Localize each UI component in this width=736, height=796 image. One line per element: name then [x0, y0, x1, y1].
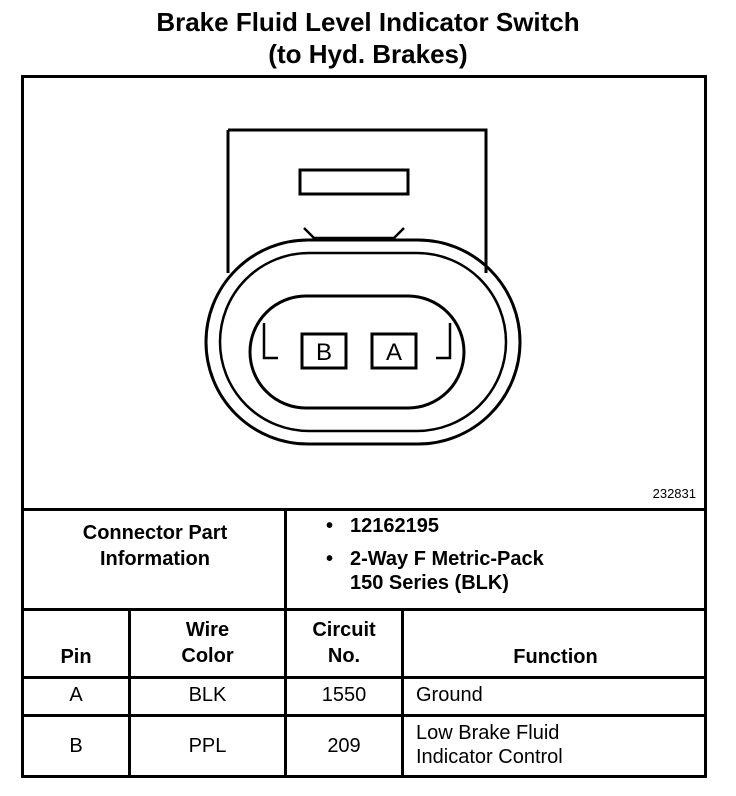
- connector-drawing: B A: [204, 128, 522, 446]
- connector-info-list: • 12162195 • 2-Way F Metric-Pack 150 Ser…: [326, 514, 544, 604]
- connector-rib-left: [262, 323, 278, 360]
- header-circuit: Circuit No.: [287, 617, 401, 669]
- header-wire-color-line-1: Wire: [185, 619, 230, 641]
- header-circuit-line-1: Circuit: [312, 619, 376, 641]
- latch-tab: [303, 227, 405, 240]
- row-a-circuit: 1550: [321, 684, 367, 706]
- header-wire-color: Wire Color: [131, 617, 284, 669]
- header-circuit-line-2: No.: [327, 645, 361, 667]
- connector-cavity: [248, 294, 466, 410]
- divider-circuit-col: [401, 608, 404, 778]
- row-b-circuit: 209: [327, 735, 361, 757]
- terminal-a-box: [370, 332, 418, 370]
- row-b-function-line-2: Indicator Control: [416, 746, 563, 768]
- connector-info-label: Connector Part Information: [24, 520, 286, 572]
- connector-info-item: • 2-Way F Metric-Pack 150 Series (BLK): [326, 547, 544, 595]
- row-a-function: Ground: [416, 684, 483, 706]
- latch-slot: [298, 168, 410, 196]
- row-b-function: Low Brake Fluid Indicator Control: [416, 721, 701, 769]
- row-b-function-line-1: Low Brake Fluid: [416, 722, 560, 744]
- part-number: 12162195: [350, 515, 439, 537]
- figure-id: 232831: [652, 486, 696, 501]
- divider-header-rows: [21, 676, 707, 679]
- row-a-pin: A: [69, 684, 83, 706]
- bullet: •: [326, 548, 334, 570]
- connector-info-label-line-2: Information: [100, 548, 210, 570]
- header-function: Function: [513, 646, 598, 668]
- terminal-b-box: [300, 332, 348, 370]
- diagram-title: Brake Fluid Level Indicator Switch (to H…: [0, 6, 736, 70]
- connector-inner-shell: [218, 251, 508, 433]
- divider-row-a-b: [21, 714, 707, 717]
- connector-info-item: • 12162195: [326, 514, 544, 538]
- title-line-2: (to Hyd. Brakes): [268, 39, 468, 69]
- bullet: •: [326, 515, 334, 537]
- header-wire-color-line-2: Color: [181, 645, 234, 667]
- connector-type-line-1: 2-Way F Metric-Pack: [350, 548, 544, 570]
- terminal-a-label: A: [386, 339, 402, 366]
- divider-pin-col: [128, 608, 131, 778]
- connector-info-label-line-1: Connector Part: [82, 522, 228, 544]
- connector-rib-right: [436, 323, 452, 360]
- row-b-wire-color: PPL: [188, 735, 227, 757]
- divider-diagram-info: [21, 508, 707, 511]
- diagram-frame: [21, 75, 707, 778]
- connector-outer-shell: [204, 238, 522, 446]
- divider-info-col: [284, 508, 287, 778]
- row-b-pin: B: [69, 735, 83, 757]
- divider-info-table: [21, 608, 707, 611]
- connector-latch-housing: [226, 128, 488, 273]
- terminal-b-label: B: [316, 339, 332, 366]
- title-line-1: Brake Fluid Level Indicator Switch: [156, 7, 580, 37]
- row-a-wire-color: BLK: [188, 684, 227, 706]
- connector-type-line-2: 150 Series (BLK): [350, 572, 509, 594]
- header-pin: Pin: [60, 646, 92, 668]
